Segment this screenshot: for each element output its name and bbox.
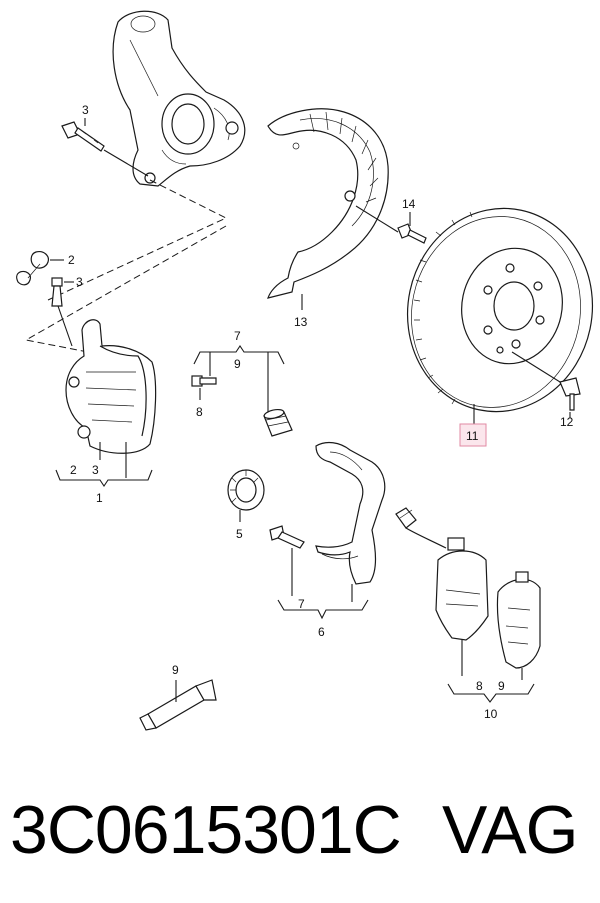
- brand-label: VAG: [442, 792, 579, 868]
- callout-12: 12: [560, 415, 574, 429]
- splash-shield: [267, 108, 389, 310]
- piston-seal-5: [227, 469, 265, 522]
- screw-12: [559, 377, 581, 418]
- caliper-bracket: [315, 441, 386, 585]
- brake-disc: [406, 207, 594, 424]
- callout-5: 5: [236, 527, 243, 541]
- dashed-link-knuckle-caliper: [24, 179, 228, 365]
- callout-labels: 3 2 3 2 3 1 13 14 11 12 7 9 8 5 7 6 8 9 …: [68, 103, 574, 721]
- callout-3-caliper: 3: [92, 463, 99, 477]
- part-number-row: 3C0615301C VAG: [0, 780, 600, 880]
- callout-1: 1: [96, 491, 103, 505]
- highlight-box-11: [459, 423, 487, 447]
- callout-11: 11: [466, 429, 479, 443]
- callout-2-caliper: 2: [70, 463, 77, 477]
- callout-7-top: 7: [234, 329, 241, 343]
- brake-pad-inner: [435, 537, 489, 676]
- steering-knuckle: [112, 10, 246, 187]
- pad-leader-10: [447, 683, 535, 703]
- part-number: 3C0615301C: [10, 792, 402, 868]
- guide-pin-bracket-7: [193, 345, 285, 414]
- callout-6: 6: [318, 625, 325, 639]
- bracket-leader-6: [277, 548, 369, 620]
- bolt-8: [191, 375, 217, 400]
- brake-caliper: [65, 319, 157, 454]
- callout-7-bracket: 7: [298, 597, 305, 611]
- bracket-bolt: [269, 525, 305, 549]
- bleed-cap-2: [16, 251, 64, 286]
- bleed-screw-3: [51, 277, 74, 347]
- screw-14: [355, 205, 427, 244]
- callout-9-top: 9: [234, 357, 241, 371]
- callout-3: 3: [76, 275, 83, 289]
- guide-sleeve: [263, 408, 293, 437]
- callout-8-pad: 8: [476, 679, 483, 693]
- callout-9-tube: 9: [172, 663, 179, 677]
- callout-10: 10: [484, 707, 498, 721]
- callout-13: 13: [294, 315, 308, 329]
- callout-2: 2: [68, 253, 75, 267]
- wear-sensor: [395, 507, 447, 549]
- callout-4: 3: [82, 103, 89, 117]
- bolt-4: [61, 118, 149, 177]
- callout-14: 14: [402, 197, 416, 211]
- grease-tube: [139, 679, 217, 731]
- caliper-leader-1: [55, 442, 153, 487]
- brake-pad-outer: [496, 571, 541, 680]
- callout-9-pad: 9: [498, 679, 505, 693]
- callout-8-top: 8: [196, 405, 203, 419]
